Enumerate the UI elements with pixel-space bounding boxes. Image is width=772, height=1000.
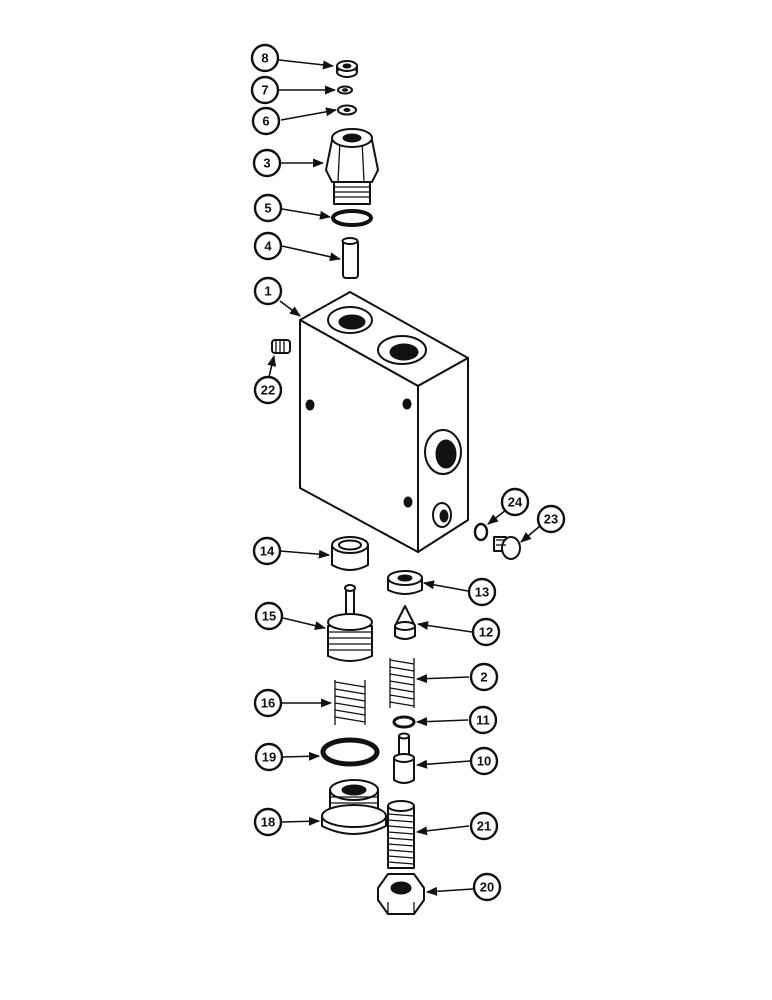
callout-22-label: 22	[261, 383, 275, 398]
callout-2-label: 2	[480, 670, 487, 685]
callout-8: 8	[250, 43, 280, 73]
callout-13-label: 13	[475, 585, 489, 600]
callout-18-label: 18	[261, 815, 275, 830]
part-7-washer	[337, 85, 353, 95]
part-11-o-ring	[392, 715, 416, 729]
callout-21: 21	[469, 811, 499, 841]
callout-19: 19	[254, 742, 284, 772]
callout-23-label: 23	[544, 512, 558, 527]
part-3-hex-fitting	[325, 128, 379, 205]
callout-4: 4	[253, 231, 283, 261]
callout-4-label: 4	[264, 239, 272, 254]
callout-10: 10	[469, 746, 499, 776]
part-19-o-ring	[320, 737, 380, 767]
callout-11-label: 11	[476, 713, 490, 728]
callout-12-label: 12	[479, 625, 493, 640]
callout-11: 11	[468, 705, 498, 735]
part-22-set-screw	[271, 339, 291, 354]
part-8-cap	[336, 60, 358, 78]
callout-16: 16	[253, 688, 283, 718]
part-18-adjuster	[321, 779, 387, 835]
callout-21-label: 21	[477, 819, 491, 834]
callout-5-label: 5	[264, 201, 271, 216]
callout-16-label: 16	[261, 696, 275, 711]
callout-14-label: 14	[260, 544, 275, 559]
part-23-plug	[493, 536, 521, 560]
part-24-o-ring	[473, 522, 489, 542]
callout-2: 2	[469, 662, 499, 692]
part-13-washer	[387, 570, 423, 595]
part-16-spring	[334, 678, 366, 728]
callout-8-label: 8	[261, 51, 268, 66]
callout-6: 6	[251, 106, 281, 136]
callout-1: 1	[253, 276, 283, 306]
callout-7: 7	[250, 75, 280, 105]
callout-13: 13	[467, 577, 497, 607]
part-10-plunger	[393, 732, 415, 784]
part-15-piston	[327, 584, 373, 662]
callout-24: 24	[500, 487, 530, 517]
callout-14: 14	[252, 536, 282, 566]
part-4-pin	[341, 237, 359, 279]
callout-12: 12	[471, 617, 501, 647]
callout-3-label: 3	[263, 156, 270, 171]
callout-6-label: 6	[262, 114, 269, 129]
callout-18: 18	[253, 807, 283, 837]
callout-7-label: 7	[261, 83, 268, 98]
callout-19-label: 19	[262, 750, 276, 765]
part-21-threaded-stud	[387, 800, 415, 869]
part-12-poppet	[394, 605, 416, 640]
part-5-o-ring	[331, 209, 373, 227]
callout-24-label: 24	[508, 495, 523, 510]
part-20-hex-nut	[377, 873, 425, 915]
callout-22: 22	[253, 375, 283, 405]
callout-15-label: 15	[262, 609, 276, 624]
part-6-ring	[337, 104, 357, 116]
part-1-valve-body	[299, 291, 469, 553]
callout-3: 3	[252, 148, 282, 178]
callout-20-label: 20	[480, 880, 494, 895]
callout-5: 5	[253, 193, 283, 223]
callout-15: 15	[254, 601, 284, 631]
callout-1-label: 1	[264, 284, 271, 299]
part-14-cup	[331, 536, 369, 571]
leader-lines	[267, 59, 541, 896]
callout-20: 20	[472, 872, 502, 902]
callout-10-label: 10	[477, 754, 491, 769]
callout-23: 23	[536, 504, 566, 534]
part-2-spring	[389, 656, 415, 710]
